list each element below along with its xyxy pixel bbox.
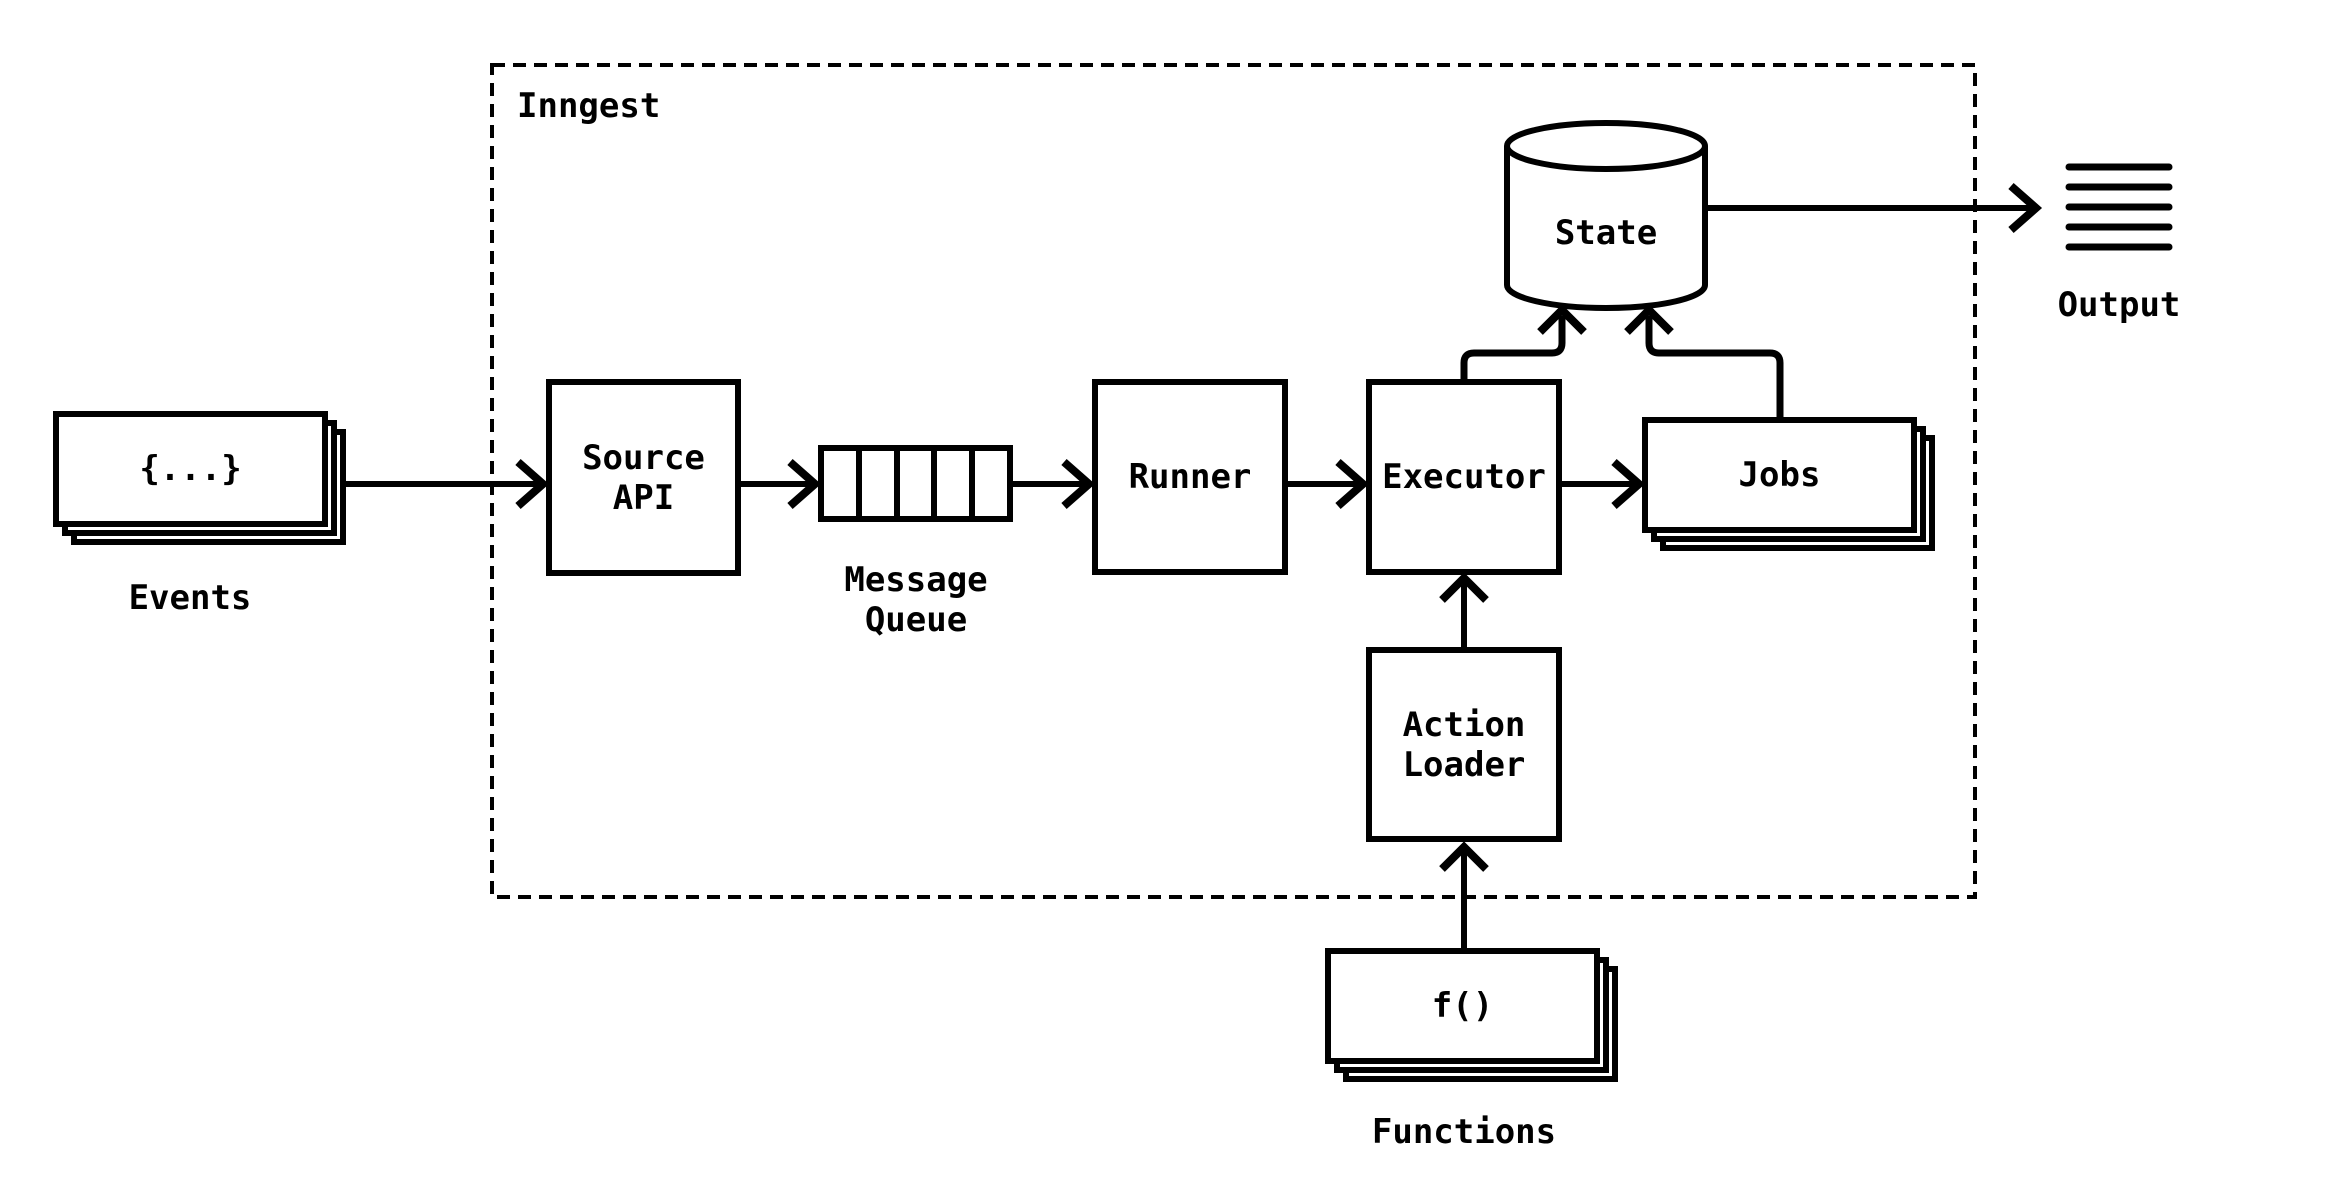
source-api-node: Source API (546, 379, 741, 576)
message-queue-cell (862, 451, 900, 516)
action-loader-label: Action Loader (1402, 704, 1526, 785)
state-label: State (1554, 213, 1658, 253)
arrowhead-events-to-source-api (515, 458, 550, 510)
runner-label: Runner (1128, 457, 1252, 497)
events-label: Events (128, 578, 252, 618)
arrowhead-functions-to-action-loader (1439, 841, 1489, 872)
arrowhead-action-loader-to-executor (1439, 572, 1489, 603)
output-lines-icon (2065, 163, 2173, 251)
jobs-label: Jobs (1738, 455, 1821, 495)
functions-card: f() (1325, 948, 1600, 1064)
arrowhead-jobs-to-state (1624, 304, 1674, 335)
action-loader-node: Action Loader (1366, 647, 1562, 842)
runner-node: Runner (1092, 379, 1288, 575)
executor-label: Executor (1382, 457, 1546, 497)
arrowhead-source-api-to-queue (787, 458, 822, 510)
message-queue-cell (824, 451, 862, 516)
events-card-text: {...} (139, 449, 242, 489)
events-card-stack: {...} (53, 411, 346, 545)
message-queue-label: Message Queue (844, 560, 988, 640)
output-label: Output (2057, 285, 2181, 325)
executor-node: Executor (1366, 379, 1562, 575)
functions-label: Functions (1371, 1112, 1557, 1152)
message-queue-cell (937, 451, 976, 516)
inngest-boundary-dashed-box (490, 63, 1977, 899)
arrowhead-runner-to-executor (1335, 458, 1370, 510)
arrowhead-executor-to-jobs (1611, 458, 1646, 510)
jobs-card: Jobs (1642, 417, 1917, 533)
arrowhead-queue-to-runner (1061, 458, 1096, 510)
inngest-container-label: Inngest (517, 86, 661, 126)
functions-card-stack: f() (1325, 948, 1618, 1082)
arrow-jobs-to-state (1645, 316, 1784, 418)
message-queue-node (818, 445, 1013, 522)
jobs-card-stack: Jobs (1642, 417, 1935, 551)
functions-card-text: f() (1431, 986, 1494, 1026)
source-api-label: Source API (582, 437, 705, 518)
arrow-executor-to-state (1460, 316, 1566, 380)
state-cylinder-top (1504, 120, 1708, 172)
message-queue-cell (900, 451, 938, 516)
arrowhead-state-to-output (2008, 182, 2043, 234)
state-cylinder-body (1504, 146, 1708, 311)
arrowhead-executor-to-state (1537, 304, 1587, 335)
events-card: {...} (53, 411, 328, 527)
message-queue-cell (975, 451, 1007, 516)
